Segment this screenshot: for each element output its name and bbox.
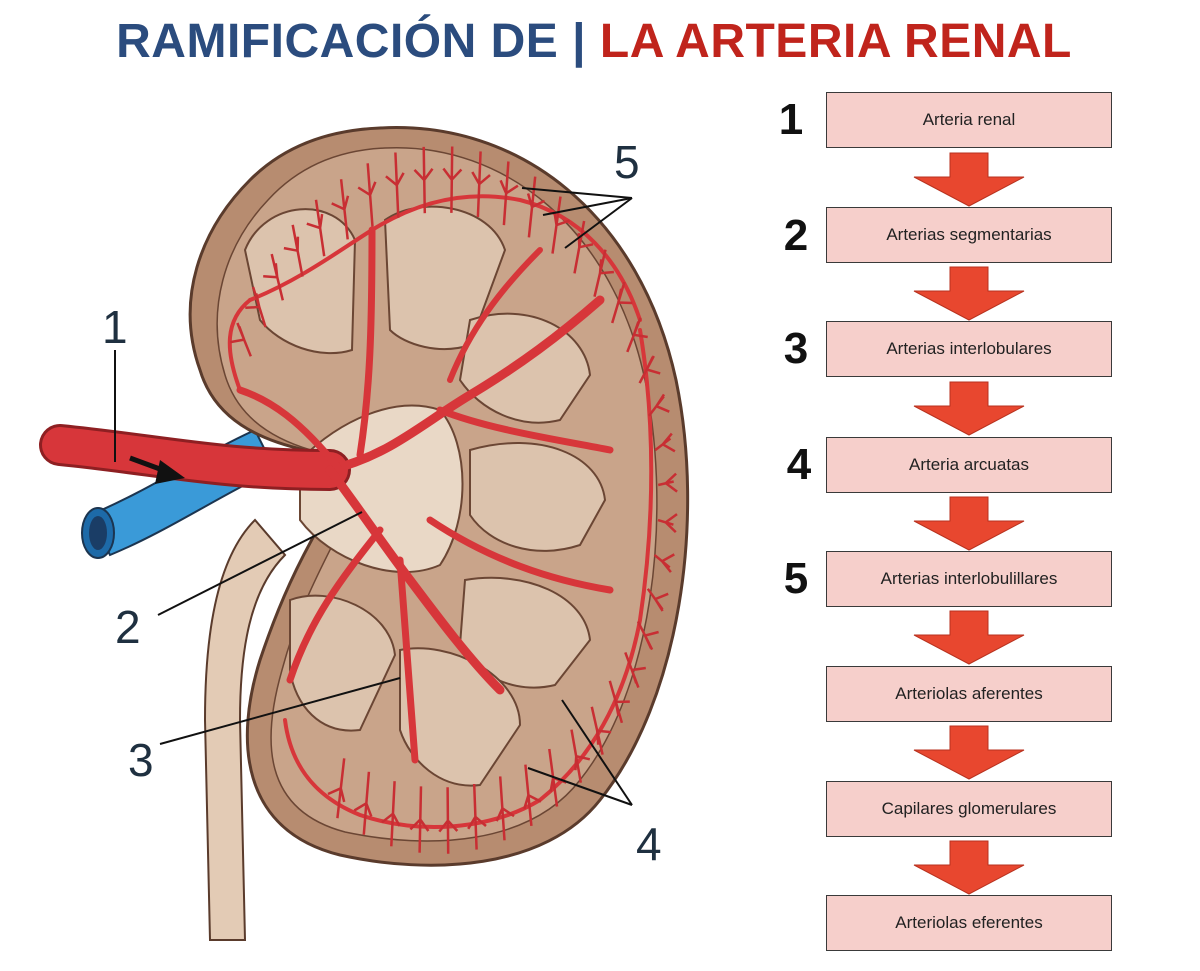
interlobular-twig (499, 161, 519, 226)
flow-arrow-6 (913, 725, 1025, 780)
flow-arrow-1 (913, 152, 1025, 207)
diagram-label-4: 4 (636, 818, 662, 870)
flow-step-arteria-arcuatas: Arteria arcuatas (826, 437, 1112, 493)
arterial-tree (39, 194, 654, 829)
flow-arrow-5 (913, 610, 1025, 665)
interlobular-twig (608, 680, 630, 724)
flow-arrow-3 (913, 381, 1025, 436)
interlobular-twig (327, 758, 346, 819)
flow-step-arterias-interlobulares: Arterias interlobulares (826, 321, 1112, 377)
title-part-red: LA ARTERIA RENAL (599, 15, 1072, 68)
interlobular-twig (471, 151, 491, 217)
interlobular-twig (230, 322, 252, 357)
interlobular-twig (306, 199, 326, 257)
step-number-5: 5 (783, 554, 809, 603)
interlobular-twig (467, 783, 487, 850)
flow-step-arteriolas-aferentes: Arteriolas aferentes (826, 666, 1112, 722)
flow-step-capilares-glomerulares: Capilares glomerulares (826, 781, 1112, 837)
interlobular-twig (409, 786, 430, 853)
interlobular-twig (413, 146, 434, 214)
interlobular-twig (353, 771, 373, 835)
interlobular-twig (385, 152, 405, 218)
flow-arrow-2 (913, 266, 1025, 321)
interlobular-twig (636, 620, 659, 651)
flow-step-arteriolas-eferentes: Arteriolas eferentes (826, 895, 1112, 951)
interlobular-twig (648, 393, 670, 417)
step-number-3: 3 (783, 324, 809, 373)
step-number-4: 4 (786, 440, 812, 489)
interlobular-twig (523, 764, 542, 827)
diagram-label-2: 2 (115, 601, 141, 653)
interlobular-twig (638, 355, 661, 384)
flow-step-arterias-interlobulillares: Arterias interlobulillares (826, 551, 1112, 607)
interlobular-twig (245, 286, 267, 328)
interlobular-twig (590, 706, 612, 755)
interlobular-twig (381, 781, 401, 847)
title-part-blue: RAMIFICACIÓN DE | (116, 15, 600, 68)
interlobular-twig (611, 281, 633, 324)
ureter (203, 518, 287, 941)
step-number-2: 2 (783, 211, 809, 260)
diagram-label-3: 3 (128, 734, 154, 786)
interlobular-twig (495, 776, 515, 841)
interlobular-twig (283, 224, 304, 277)
flow-step-arterias-segmentarias: Arterias segmentarias (826, 207, 1112, 263)
interlobular-twig (657, 513, 678, 534)
interlobular-twig (654, 432, 676, 453)
interlobular-twig (657, 472, 678, 493)
step-number-1: 1 (778, 95, 804, 144)
interlobular-twig (626, 317, 648, 353)
leader-lines (114, 187, 633, 806)
interlobular-twig (593, 249, 615, 297)
interlobular-twigs (230, 146, 678, 854)
interlobular-twig (442, 146, 463, 213)
interlobular-twig (573, 220, 594, 274)
flow-direction-arrowhead (155, 460, 185, 484)
interlobular-twig (653, 553, 675, 573)
flow-arrow-4 (913, 496, 1025, 551)
interlobular-twig (438, 787, 459, 854)
interlobular-twig (357, 163, 377, 227)
flow-arrow-7 (913, 840, 1025, 895)
interlobular-twig (331, 179, 350, 240)
kidney-diagram: 1 2 3 4 5 (39, 126, 690, 941)
interlobular-twig (263, 253, 285, 301)
interlobular-twig (570, 729, 591, 783)
flow-step-arteria-renal: Arteria renal (826, 92, 1112, 148)
interlobular-twig (526, 176, 546, 238)
diagram-label-5: 5 (614, 136, 640, 188)
interlobular-twig (624, 651, 646, 689)
diagram-label-1: 1 (102, 301, 128, 353)
page-title: RAMIFICACIÓN DE | LA ARTERIA RENAL (0, 14, 1188, 69)
interlobular-twig (646, 588, 669, 612)
